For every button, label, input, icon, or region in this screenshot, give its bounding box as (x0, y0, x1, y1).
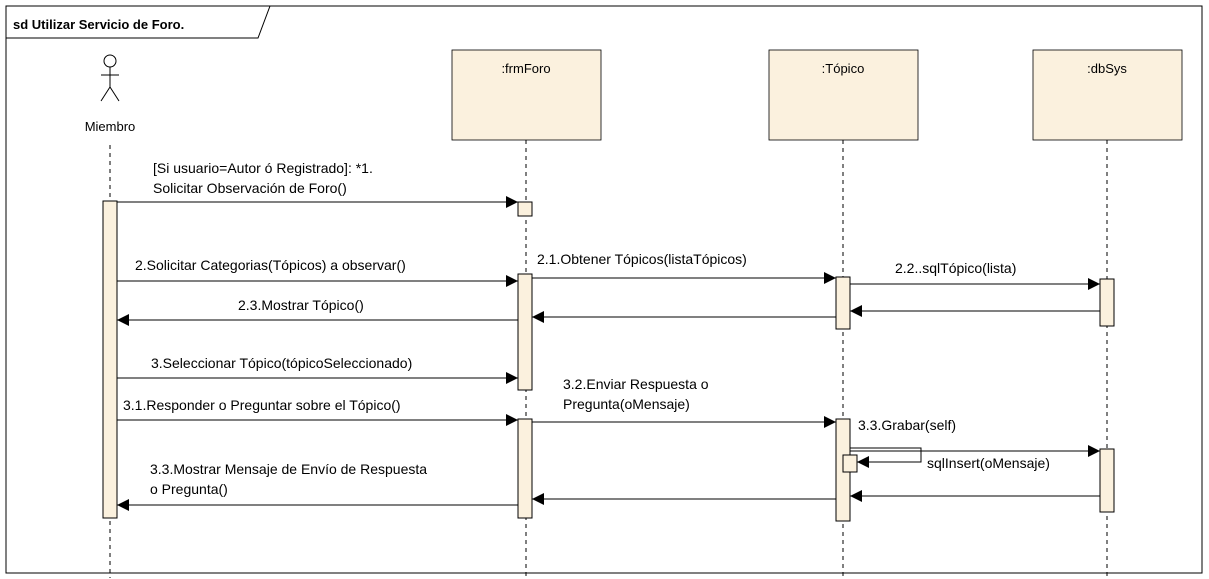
lifeline-label-dbsys: :dbSys (1087, 61, 1127, 76)
message-label-3-2a: 3.2.Enviar Respuesta o (563, 376, 709, 392)
lifeline-head-topico (768, 49, 919, 141)
activation-frmforo-2 (517, 273, 533, 391)
activation-miembro (102, 200, 118, 519)
activation-dbsys-1 (1099, 278, 1115, 327)
activation-topico-self (842, 454, 858, 473)
message-label-3-2b: Pregunta(oMensaje) (563, 396, 690, 412)
lifeline-label-topico: :Tópico (822, 61, 865, 76)
message-label-sqlinsert: sqlInsert(oMensaje) (927, 455, 1050, 471)
message-label-2-1: 2.1.Obtener Tópicos(listaTópicos) (537, 251, 747, 267)
message-label-3: 3.Seleccionar Tópico(tópicoSeleccionado) (151, 355, 412, 371)
lifeline-label-frmforo: :frmForo (501, 61, 550, 76)
message-label-1a: [Si usuario=Autor ó Registrado]: *1. (153, 160, 373, 176)
message-label-3-3-mostrar-a: 3.3.Mostrar Mensaje de Envío de Respuest… (150, 461, 427, 477)
activation-frmforo-1 (517, 201, 533, 217)
frame-title-tab (5, 5, 271, 39)
message-label-2-2: 2.2..sqlTópico(lista) (895, 260, 1016, 276)
message-label-3-1: 3.1.Responder o Preguntar sobre el Tópic… (123, 397, 401, 413)
message-label-3-3-grabar: 3.3.Grabar(self) (858, 417, 956, 433)
frame-title: sd Utilizar Servicio de Foro. (13, 17, 184, 32)
message-label-3-3-mostrar-b: o Pregunta() (150, 481, 228, 497)
lifeline-head-frmforo (451, 49, 602, 141)
activation-frmforo-3 (517, 418, 533, 519)
lifeline-head-dbsys (1032, 49, 1183, 141)
actor-label: Miembro (85, 119, 136, 134)
message-label-1b: Solicitar Observación de Foro() (153, 180, 347, 196)
actor-icon (100, 54, 120, 102)
activation-topico-1 (835, 276, 851, 330)
self-message-3-3 (850, 447, 922, 468)
message-label-2-3: 2.3.Mostrar Tópico() (238, 297, 364, 313)
diagram-frame (5, 5, 1203, 574)
activation-dbsys-2 (1099, 448, 1115, 513)
message-label-2: 2.Solicitar Categorias(Tópicos) a observ… (135, 257, 406, 273)
